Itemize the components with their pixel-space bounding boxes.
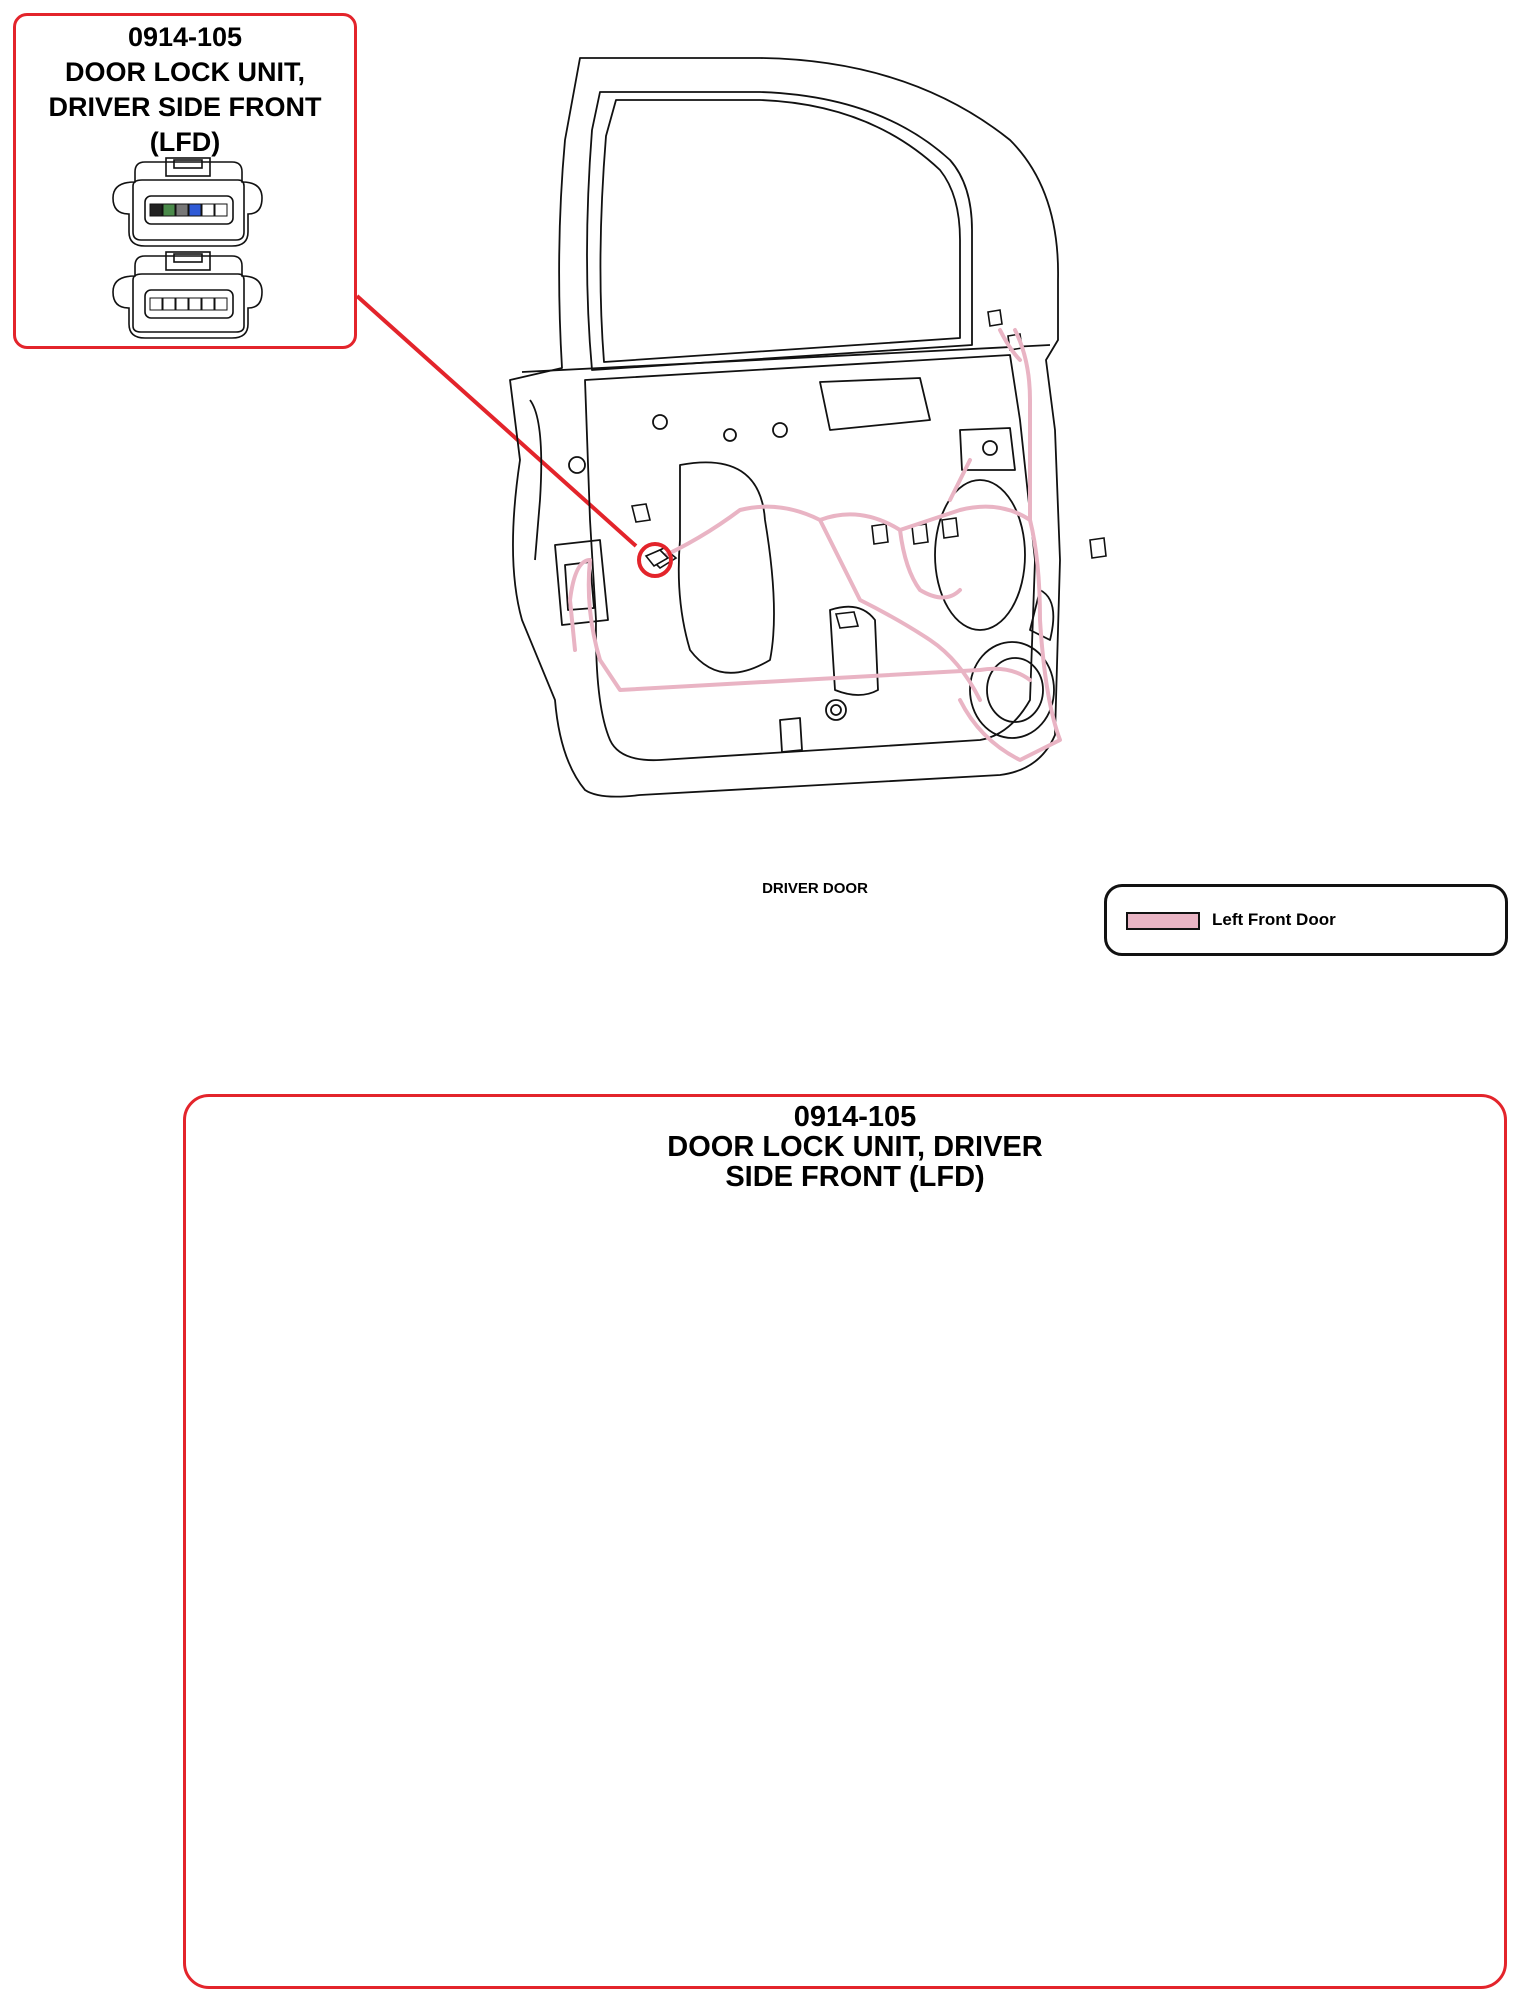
callout-leader-line <box>355 294 638 548</box>
callout-connector-face-wire-side <box>112 157 263 247</box>
callout-wire-cells <box>149 203 228 217</box>
legend-label: Left Front Door <box>1212 910 1336 929</box>
detail-title-line-2: DOOR LOCK UNIT, DRIVER <box>667 1131 1043 1163</box>
detail-title-code: 0914-105 <box>793 1101 917 1133</box>
detail-box <box>183 1094 1507 1989</box>
callout-pin-cells <box>149 297 228 311</box>
connector-highlight-circle <box>637 542 673 578</box>
callout-box <box>13 13 357 349</box>
callout-connector-face-terminal-side <box>112 251 263 339</box>
diagram-caption: DRIVER DOOR <box>762 880 868 897</box>
legend-swatch <box>1126 912 1200 930</box>
callout-title-line-2: DOOR LOCK UNIT, <box>65 57 305 87</box>
detail-title: 0914-105 DOOR LOCK UNIT, DRIVER SIDE FRO… <box>560 1102 1150 1192</box>
highlighted-connector <box>644 549 670 568</box>
callout-title-line-3: DRIVER SIDE FRONT <box>48 92 322 122</box>
door-outline <box>509 57 1061 798</box>
detail-title-line-3: SIDE FRONT (LFD) <box>725 1161 985 1193</box>
callout-title: 0914-105 DOOR LOCK UNIT, DRIVER SIDE FRO… <box>13 20 357 160</box>
callout-title-code: 0914-105 <box>127 22 243 52</box>
wire-harness <box>568 328 1062 762</box>
callout-title-line-4: (LFD) <box>149 127 221 157</box>
